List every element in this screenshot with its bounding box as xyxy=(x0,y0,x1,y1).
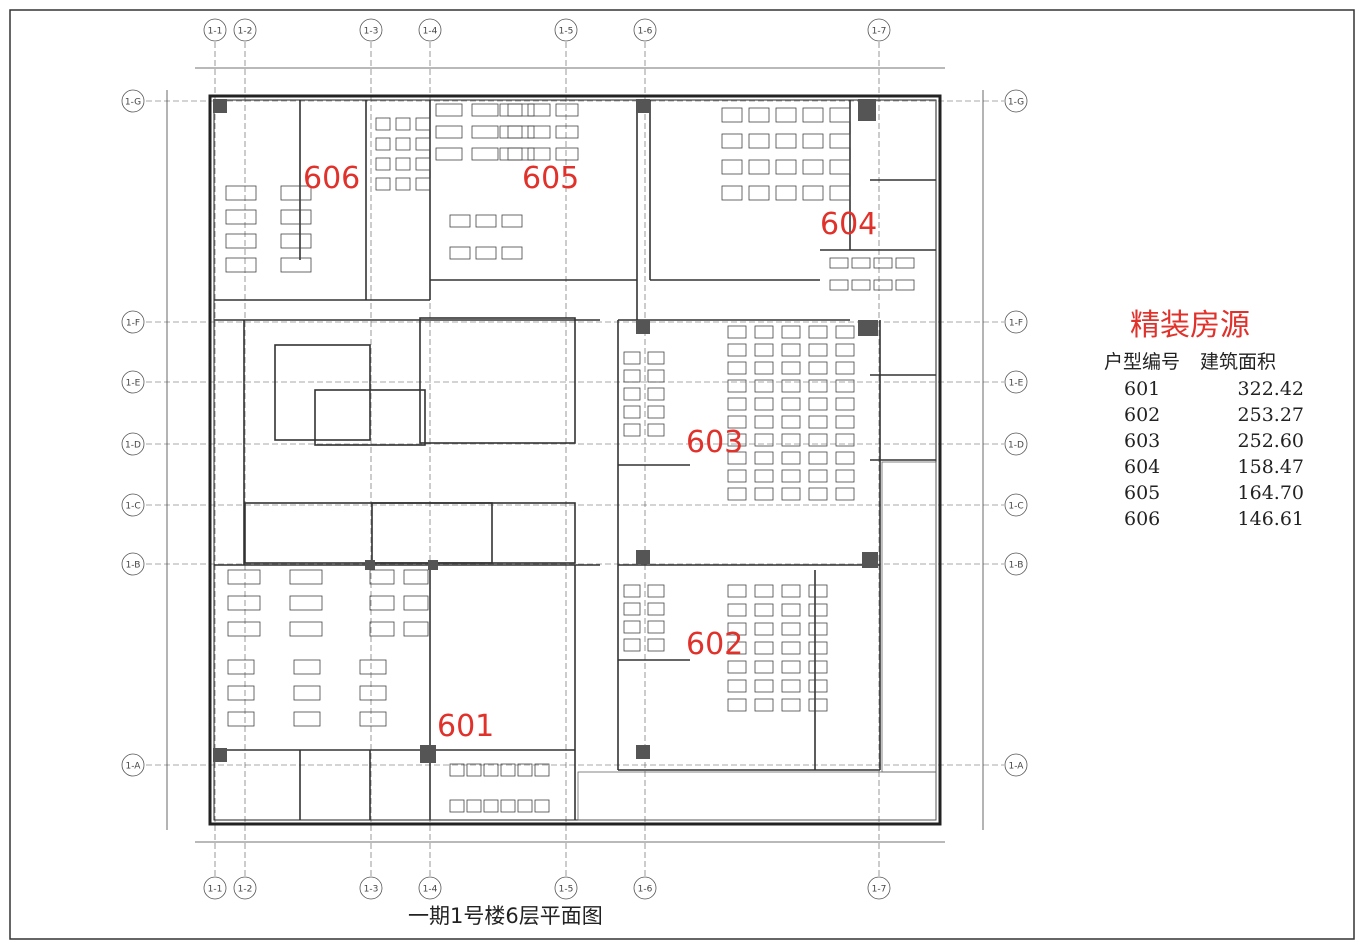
svg-text:1-4: 1-4 xyxy=(423,27,438,37)
svg-text:1-5: 1-5 xyxy=(559,27,574,37)
grid-bubble-row: 1-D xyxy=(121,432,145,456)
grid-bubble-col: 1-5 xyxy=(554,876,578,900)
grid-bubble-row: 1-G xyxy=(121,89,145,113)
svg-text:1-D: 1-D xyxy=(125,441,141,451)
unit-label-606: 606 xyxy=(303,161,361,196)
grid-bubble-row: 1-G xyxy=(1004,89,1028,113)
grid-bubble-row: 1-A xyxy=(1004,753,1028,777)
balcony xyxy=(577,461,937,821)
legend-row: 604 158.47 xyxy=(1104,454,1304,480)
legend-unit: 606 xyxy=(1124,508,1161,530)
grid-bubble-row: 1-F xyxy=(121,310,145,334)
unit-label-601: 601 xyxy=(437,709,495,744)
grid-bubble-col: 1-3 xyxy=(359,18,383,42)
unit-label-604: 604 xyxy=(820,207,878,242)
grid-bubble-row: 1-E xyxy=(1004,370,1028,394)
dimension-lines xyxy=(166,67,984,843)
svg-text:1-E: 1-E xyxy=(126,379,141,389)
grid-bubble-col: 1-6 xyxy=(633,876,657,900)
desk-clusters xyxy=(225,103,915,813)
grid-bubble-row: 1-B xyxy=(1004,552,1028,576)
legend-title: 精装房源 xyxy=(1130,308,1250,343)
svg-text:1-2: 1-2 xyxy=(238,885,253,895)
legend-area: 253.27 xyxy=(1237,404,1304,426)
grid-bubble-row: 1-E xyxy=(121,370,145,394)
grid-bubble-col: 1-1 xyxy=(203,876,227,900)
unit-label-602: 602 xyxy=(686,627,744,662)
unit-label-605: 605 xyxy=(522,161,580,196)
legend-area: 252.60 xyxy=(1237,430,1304,452)
legend-unit: 604 xyxy=(1124,456,1161,478)
svg-text:1-F: 1-F xyxy=(1009,319,1023,329)
svg-text:1-7: 1-7 xyxy=(872,27,887,37)
legend-table: 户型编号 建筑面积 601 322.42 602 253.27 603 252.… xyxy=(1104,348,1304,532)
legend-row: 603 252.60 xyxy=(1104,428,1304,454)
svg-text:1-6: 1-6 xyxy=(638,885,653,895)
unit-label-603: 603 xyxy=(686,425,744,460)
grid-bubble-col: 1-2 xyxy=(233,876,257,900)
legend-unit: 601 xyxy=(1124,378,1161,400)
grid-bubble-col: 1-4 xyxy=(418,18,442,42)
legend-unit: 605 xyxy=(1124,482,1161,504)
svg-text:1-3: 1-3 xyxy=(364,885,379,895)
svg-text:1-4: 1-4 xyxy=(423,885,438,895)
svg-text:1-1: 1-1 xyxy=(208,27,223,37)
grid-bubble-col: 1-3 xyxy=(359,876,383,900)
legend-area: 164.70 xyxy=(1237,482,1304,504)
svg-text:1-F: 1-F xyxy=(126,319,140,329)
legend-area: 158.47 xyxy=(1237,456,1304,478)
svg-text:1-1: 1-1 xyxy=(208,885,223,895)
grid-bubble-row: 1-D xyxy=(1004,432,1028,456)
legend-row: 601 322.42 xyxy=(1104,376,1304,402)
grid-bubble-row: 1-B xyxy=(121,552,145,576)
grid-bubble-row: 1-F xyxy=(1004,310,1028,334)
svg-text:1-A: 1-A xyxy=(126,762,142,772)
svg-text:1-G: 1-G xyxy=(1008,98,1024,108)
legend-unit: 602 xyxy=(1124,404,1161,426)
svg-text:1-D: 1-D xyxy=(1008,441,1024,451)
structural-columns xyxy=(213,99,878,763)
grid-bubble-col: 1-1 xyxy=(203,18,227,42)
legend-header: 户型编号 建筑面积 xyxy=(1104,348,1304,376)
grid-bubble-col: 1-2 xyxy=(233,18,257,42)
grid-bubble-col: 1-7 xyxy=(867,18,891,42)
svg-text:1-3: 1-3 xyxy=(364,27,379,37)
svg-text:1-E: 1-E xyxy=(1009,379,1024,389)
partitions xyxy=(214,100,936,820)
legend-area: 146.61 xyxy=(1237,508,1304,530)
legend-row: 602 253.27 xyxy=(1104,402,1304,428)
grid-bubble-col: 1-7 xyxy=(867,876,891,900)
svg-text:1-7: 1-7 xyxy=(872,885,887,895)
grid-bubble-col: 1-6 xyxy=(633,18,657,42)
svg-text:1-B: 1-B xyxy=(126,561,141,571)
svg-text:1-A: 1-A xyxy=(1009,762,1025,772)
page-border xyxy=(9,9,1355,940)
svg-text:1-6: 1-6 xyxy=(638,27,653,37)
grid-bubble-row: 1-C xyxy=(121,493,145,517)
legend-row: 605 164.70 xyxy=(1104,480,1304,506)
svg-text:1-B: 1-B xyxy=(1009,561,1024,571)
svg-text:1-G: 1-G xyxy=(125,98,141,108)
grid-bubble-row: 1-C xyxy=(1004,493,1028,517)
legend-row: 606 146.61 xyxy=(1104,506,1304,532)
grid-bubbles: 1-1 1-1 1-2 1-2 1-3 1-3 1-4 1-4 1-5 1-5 1-6 1-6 1-7 1… xyxy=(121,18,1028,900)
legend-area: 322.42 xyxy=(1237,378,1304,400)
legend-col-area: 建筑面积 xyxy=(1200,351,1277,373)
svg-text:1-C: 1-C xyxy=(125,502,140,512)
legend-unit: 603 xyxy=(1124,430,1161,452)
svg-text:1-C: 1-C xyxy=(1008,502,1023,512)
legend-col-unit: 户型编号 xyxy=(1104,351,1181,373)
grid-bubble-col: 1-4 xyxy=(418,876,442,900)
svg-text:1-5: 1-5 xyxy=(559,885,574,895)
svg-text:1-2: 1-2 xyxy=(238,27,253,37)
plan-caption: 一期1号楼6层平面图 xyxy=(408,904,603,928)
grid-bubble-col: 1-5 xyxy=(554,18,578,42)
grid-bubble-row: 1-A xyxy=(121,753,145,777)
